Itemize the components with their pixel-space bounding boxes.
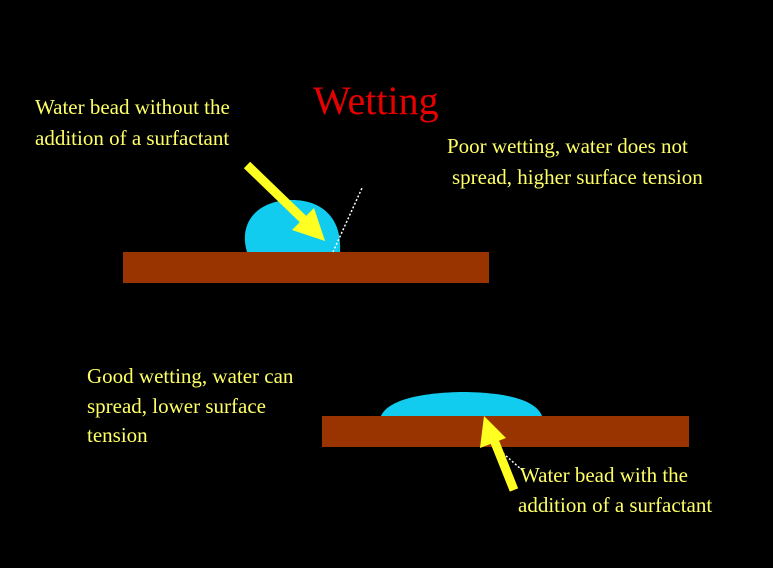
surface-top [123, 252, 489, 283]
arrow-top [243, 161, 325, 241]
label-poor-wetting-1: Poor wetting, water does not [447, 134, 688, 158]
label-without-surfactant-1: Water bead without the [35, 95, 230, 119]
label-good-wetting-2: spread, lower surface [87, 394, 266, 418]
label-with-surfactant-2: addition of a surfactant [518, 493, 712, 517]
arrow-bottom [480, 416, 519, 492]
label-poor-wetting-2: spread, higher surface tension [452, 165, 703, 189]
contact-angle-line-bottom [487, 439, 523, 471]
water-bead-high-contact [244, 200, 341, 252]
surface-bottom [322, 416, 689, 447]
water-bead-spread [381, 392, 542, 416]
label-with-surfactant-1: Water bead with the [520, 463, 688, 487]
diagram-title: Wetting [313, 78, 439, 123]
label-good-wetting-3: tension [87, 423, 148, 447]
label-good-wetting-1: Good wetting, water can [87, 364, 294, 388]
label-without-surfactant-2: addition of a surfactant [35, 126, 229, 150]
